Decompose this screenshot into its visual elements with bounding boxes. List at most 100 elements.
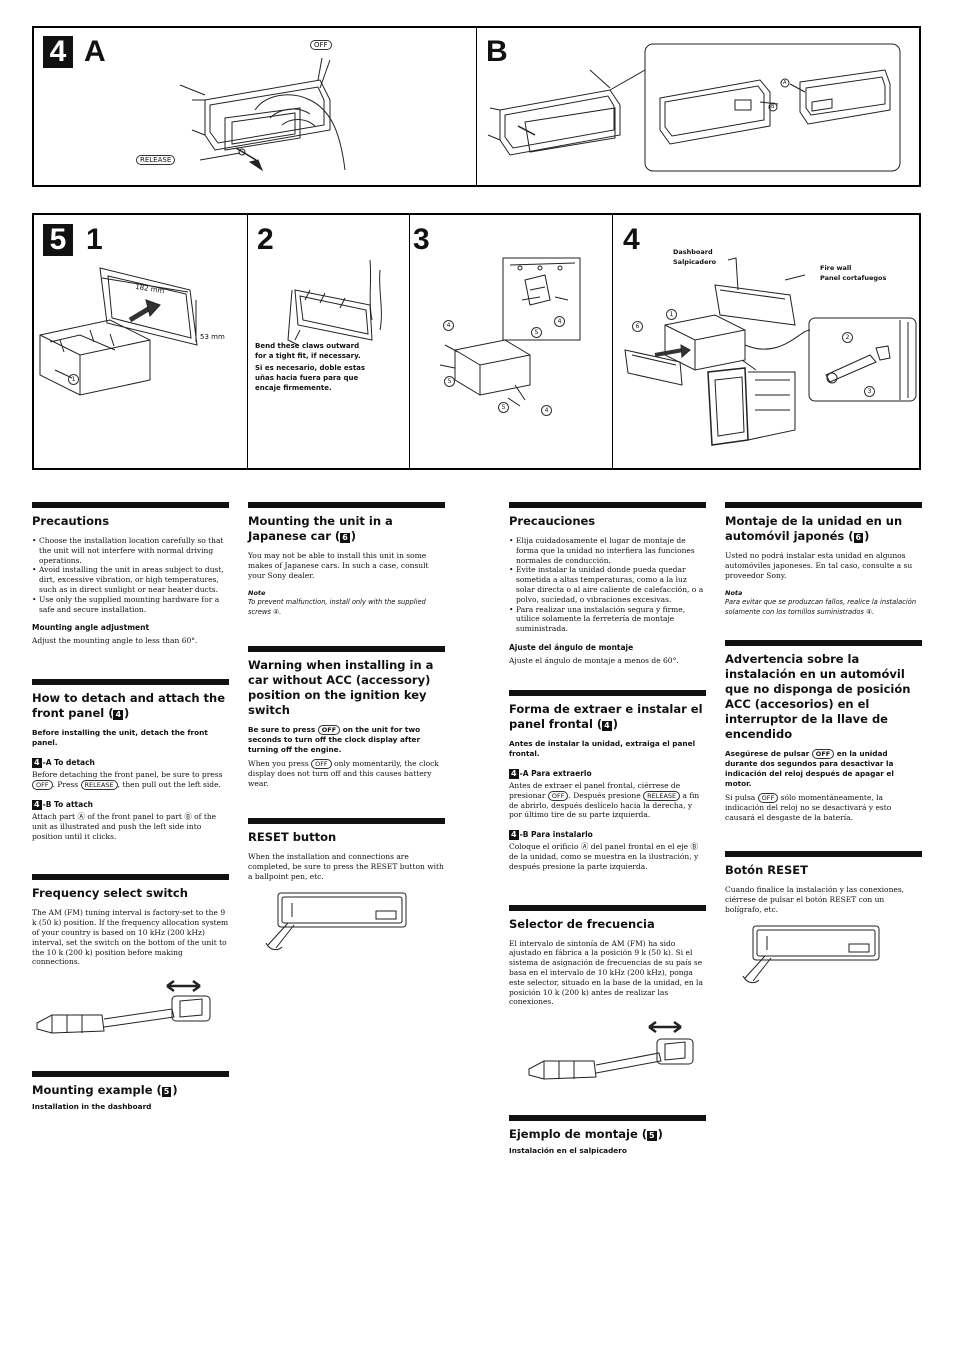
- step-3-callout-4b: 4: [554, 316, 565, 327]
- precaucion-item: Elija cuidadosamente el lugar de montaje…: [509, 536, 706, 565]
- dashboard-label-en: Dashboard: [673, 248, 713, 256]
- selector-text: El intervalo de sintonía de AM (FM) ha s…: [509, 938, 703, 1007]
- figure-5-divider-1: [247, 214, 248, 469]
- english-column-1: Precautions Choose the installation loca…: [32, 502, 229, 1134]
- precaucion-item: Para realizar una instalación segura y f…: [509, 605, 706, 634]
- detach-a-text: Before detaching the front panel, be sur…: [32, 770, 223, 790]
- precauciones-section: Precauciones Elija cuidadosamente el lug…: [509, 502, 706, 666]
- dashboard-label-es: Salpicadero: [673, 258, 717, 266]
- figure-5-divider-3: [612, 214, 613, 469]
- step-4-callout-3: 3: [864, 386, 875, 397]
- detach-section: How to detach and attach the front panel…: [32, 679, 229, 841]
- reset-illustration-es: [742, 925, 880, 984]
- extraer-a-label: 4-A Para extraerlo: [509, 768, 592, 779]
- step-3-illustration: [439, 257, 581, 407]
- screwdriver-illustration-es: [528, 1021, 694, 1080]
- mounting-example-sub: Installation in the dashboard: [32, 1102, 152, 1112]
- ejemplo-section: Ejemplo de montaje (5) Instalación en el…: [509, 1115, 706, 1156]
- montaje-japones-text: Usted no podrá instalar esta unidad en a…: [725, 551, 913, 580]
- acc-warning-text: When you press OFF only momentarily, the…: [248, 759, 439, 789]
- claw-note-en: Bend these claws outward for a tight fit…: [255, 342, 361, 360]
- figure-5-step-3: 3: [413, 223, 430, 256]
- spanish-column-2: Montaje de la unidad en un automóvil jap…: [725, 502, 922, 1014]
- step-3-callout-4c: 4: [541, 405, 552, 416]
- nota-title: Nota: [725, 589, 743, 598]
- figure-5-divider-2: [409, 214, 410, 469]
- figure-ref-4: 4: [113, 710, 124, 721]
- step-1-illustration: [39, 267, 198, 396]
- frequency-text: The AM (FM) tuning interval is factory-s…: [32, 908, 229, 967]
- reset-illustration: [265, 892, 407, 951]
- figure-ref-6: 6: [340, 533, 350, 543]
- figure-5-step-4: 4: [623, 223, 640, 256]
- release-key: RELEASE: [80, 779, 118, 790]
- figure-4-panel-a-label: A: [84, 35, 106, 68]
- precautions-section: Precautions Choose the installation loca…: [32, 502, 229, 646]
- detach-a-label: 4-A To detach: [32, 758, 95, 769]
- boton-reset-title: Botón RESET: [725, 862, 808, 877]
- release-button-label: RELEASE: [136, 155, 176, 165]
- frequency-section: Frequency select switch The AM (FM) tuni…: [32, 874, 229, 1055]
- montaje-japones-section: Montaje de la unidad en un automóvil jap…: [725, 502, 922, 617]
- dimension-height: 53 mm: [200, 333, 225, 341]
- japanese-note-text: To prevent malfunction, install only wit…: [248, 598, 426, 616]
- ajuste-angulo-title: Ajuste del ángulo de montaje: [509, 642, 634, 652]
- mounting-example-title: Mounting example (5): [32, 1083, 178, 1098]
- step-4-callout-1: 1: [666, 309, 677, 320]
- extraer-section: Forma de extraer e instalar el panel fro…: [509, 689, 706, 872]
- frequency-title: Frequency select switch: [32, 886, 188, 901]
- claw-note-es: Si es necesario, doble estas uñas hacia …: [255, 364, 366, 392]
- figure-4-panel-b-label: B: [486, 35, 508, 68]
- mounting-angle-title: Mounting angle adjustment: [32, 623, 150, 633]
- off-key: OFF: [32, 779, 53, 790]
- step-4-callout-2: 2: [842, 332, 853, 343]
- release-key: RELEASE: [643, 790, 681, 801]
- figure-5-step-1: 1: [86, 223, 103, 256]
- ejemplo-title: Ejemplo de montaje (5): [509, 1127, 663, 1142]
- off-button-label: OFF: [310, 40, 332, 50]
- off-key: OFF: [311, 759, 332, 770]
- screwdriver-illustration: [36, 980, 211, 1034]
- off-key: OFF: [317, 725, 341, 736]
- detach-b-text: Attach part Ⓐ of the front panel to part…: [32, 811, 217, 841]
- selector-section: Selector de frecuencia El intervalo de s…: [509, 904, 706, 1096]
- english-column-2: Mounting the unit in a Japanese car (6) …: [248, 502, 445, 981]
- precautions-title: Precautions: [32, 514, 110, 528]
- detach-panel-illustration: [179, 57, 346, 172]
- figure-5-frame: [32, 213, 921, 470]
- off-key: OFF: [811, 749, 835, 760]
- figure-4-divider: [476, 27, 477, 186]
- advertencia-text: Si pulsa OFF sólo momentáneamente, la in…: [725, 793, 892, 823]
- japanese-car-section: Mounting the unit in a Japanese car (6) …: [248, 502, 445, 617]
- precautions-list: Choose the installation location careful…: [32, 536, 229, 614]
- callout-a: A: [783, 80, 787, 86]
- detach-intro: Before installing the unit, detach the f…: [32, 728, 208, 748]
- extraer-b-text: Coloque el orificio Ⓐ del panel frontal …: [509, 842, 699, 871]
- detach-title: How to detach and attach the front panel…: [32, 691, 226, 721]
- firewall-label-en: Fire wall: [820, 264, 852, 272]
- precauciones-title: Precauciones: [509, 514, 596, 528]
- step-4-callout-6: 6: [632, 321, 643, 332]
- japanese-note-title: Note: [248, 589, 266, 598]
- precauciones-list: Elija cuidadosamente el lugar de montaje…: [509, 536, 706, 634]
- spanish-column-1: Precauciones Elija cuidadosamente el lug…: [509, 502, 706, 1178]
- off-key: OFF: [757, 793, 779, 804]
- precaution-item: Choose the installation location careful…: [32, 536, 229, 565]
- detach-b-label: 4-B To attach: [32, 799, 93, 810]
- ejemplo-sub: Instalación en el salpicadero: [509, 1146, 627, 1156]
- figure-ref-6: 6: [853, 533, 864, 543]
- figure-4-badge: 4: [43, 36, 73, 68]
- step-3-callout-5b: 5: [531, 327, 542, 338]
- figure-5-step-2: 2: [257, 223, 274, 256]
- step-3-callout-5c: 5: [498, 402, 509, 413]
- reset-section: RESET button When the installation and c…: [248, 817, 445, 959]
- selector-title: Selector de frecuencia: [509, 916, 655, 931]
- precaution-item: Use only the supplied mounting hardware …: [32, 595, 229, 615]
- japanese-car-title: Mounting the unit in a Japanese car (6): [248, 514, 393, 543]
- figure-5-badge: 5: [43, 224, 73, 256]
- step-3-callout-4a: 4: [443, 320, 454, 331]
- step-4-illustration: [624, 257, 917, 446]
- advertencia-section: Advertencia sobre la instalación en un a…: [725, 640, 922, 823]
- extraer-title: Forma de extraer e instalar el panel fro…: [509, 701, 703, 731]
- ajuste-angulo-text: Ajuste el ángulo de montaje a menos de 6…: [509, 655, 679, 665]
